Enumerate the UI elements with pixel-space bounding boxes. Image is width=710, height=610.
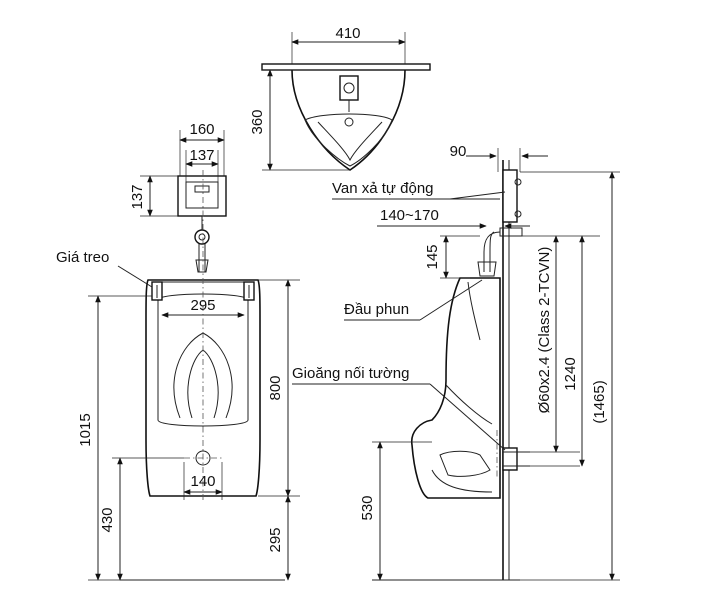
side-valve	[502, 169, 518, 223]
side-gasket	[502, 447, 518, 471]
label-wall-gasket: Gioăng nối tường	[292, 365, 409, 382]
top-view: 410 360	[249, 25, 431, 171]
label-spray-head: Đầu phun	[344, 301, 409, 318]
dim-side-total-height: (1465)	[591, 380, 608, 423]
dim-front-inner-width: 295	[190, 297, 215, 314]
dim-valve-outer: 160	[189, 121, 214, 138]
front-view: 160 137 137 295 140	[56, 121, 300, 581]
dim-outlet-width: 140	[190, 473, 215, 490]
dim-side-valve-range: 140~170	[380, 207, 439, 224]
dim-outlet-height: 430	[99, 507, 116, 532]
dim-front-total-height: 1015	[77, 413, 94, 446]
dim-side-pipe-height: 1240	[562, 357, 579, 390]
side-urinal-body	[410, 277, 501, 499]
side-view: 90 Van xả tự động 140~170 145 Đầu phun G…	[292, 143, 620, 581]
dim-floor-to-lip: 295	[267, 527, 284, 552]
dim-side-outlet-height: 530	[359, 495, 376, 520]
label-hanger: Giá treo	[56, 249, 109, 266]
dim-front-body-height: 800	[267, 375, 284, 400]
top-view-valve	[339, 75, 359, 101]
top-view-wall	[261, 63, 431, 71]
dim-top-width: 410	[335, 25, 360, 42]
dim-valve-inner: 137	[189, 147, 214, 164]
dim-top-depth: 360	[249, 109, 266, 134]
label-auto-valve: Van xả tự động	[332, 180, 434, 197]
front-outlet	[195, 450, 211, 466]
dim-valve-height: 137	[129, 184, 146, 209]
front-urinal-body	[145, 279, 261, 497]
dim-side-wall-offset: 90	[450, 143, 467, 160]
dim-pipe-spec: Ø60x2.4 (Class 2-TCVN)	[536, 247, 553, 414]
dim-side-valve-drop: 145	[424, 244, 441, 269]
